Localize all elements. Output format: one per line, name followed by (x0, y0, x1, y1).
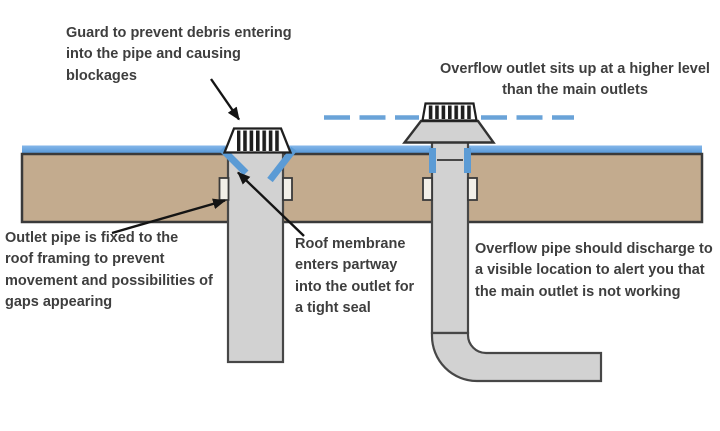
overflow-pipe-elbow (430, 331, 603, 383)
outlet-fixed-annotation: Outlet pipe is fixed to the roof framing… (5, 230, 213, 311)
overflow-raised-base (402, 119, 496, 144)
overflow-pipe-vertical (430, 140, 470, 335)
fixing-bracket-main-left (218, 177, 230, 201)
fixing-bracket-overflow-left (422, 177, 433, 201)
arrow-outlet-fixed-label (111, 198, 227, 235)
arrow-membrane-label (237, 171, 305, 237)
fixing-bracket-overflow-right (467, 177, 478, 201)
roof-membrane (22, 145, 702, 155)
roof-deck (20, 152, 704, 224)
guard-annotation: Guard to prevent debris entering into th… (66, 25, 292, 84)
overflow-pipe-annotation: Overflow pipe should discharge to a visi… (475, 241, 713, 300)
membrane-flap-right (267, 146, 297, 183)
arrow-guard-label (210, 78, 240, 121)
fixing-bracket-main-right (282, 177, 293, 201)
main-outlet-pipe (226, 146, 285, 364)
debris-guard-main-grille (237, 130, 280, 151)
membrane-annotation: Roof membrane enters partway into the ou… (295, 236, 415, 317)
overflow-outlet-annotation: Overflow outlet sits up at a higher leve… (440, 61, 710, 99)
debris-guard-overflow-grille (427, 105, 472, 119)
